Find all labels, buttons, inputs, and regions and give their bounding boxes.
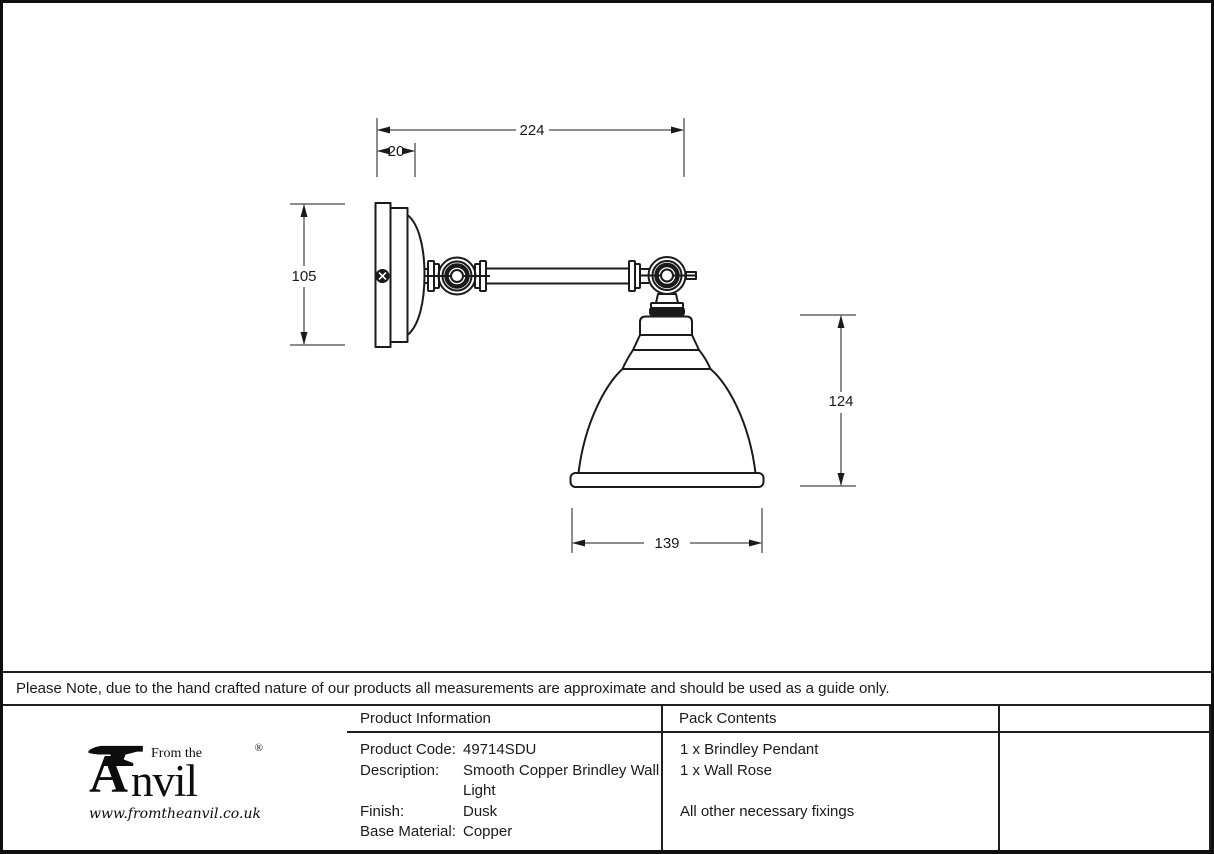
arrow-left-icon	[377, 126, 390, 134]
dimension-projection: 224	[376, 118, 685, 177]
dim-label-shade-height: 124	[828, 393, 853, 410]
elbow-stub	[685, 271, 697, 280]
pack-contents-item: 1 x Wall Rose	[680, 761, 772, 779]
product-info-row: Base Material: Copper	[360, 822, 661, 843]
product-info-value: Dusk	[463, 802, 498, 820]
arrow-right-icon	[749, 539, 762, 547]
pack-contents-item	[680, 781, 998, 802]
dimension-wall-plate-height: 105	[290, 203, 345, 346]
arrow-right-icon	[671, 126, 684, 134]
logo-tagline: From the	[151, 745, 202, 761]
product-info-label: Description:	[360, 761, 440, 779]
wall-plate	[374, 202, 426, 348]
shade-rim	[569, 472, 765, 488]
product-info-row: Description: Smooth Copper Brindley Wall…	[360, 761, 661, 802]
product-info-row: Finish: Dusk	[360, 802, 661, 823]
pack-contents-item: 1 x Brindley Pendant	[680, 741, 819, 758]
elbow-knuckle	[640, 256, 697, 295]
product-info-label: Base Material:	[360, 823, 456, 840]
logo-letter-a: A	[89, 743, 128, 804]
dim-label-shade-diameter: 139	[654, 535, 679, 552]
header-empty	[1000, 706, 1211, 733]
brand-logo-cell: A From the nvil ® www.fromtheanvil.co.uk	[3, 706, 347, 850]
dimension-shade-diameter: 139	[571, 508, 763, 553]
dim-label-wall-plate-depth: 20	[388, 143, 405, 160]
product-info-value: 49714SDU	[463, 741, 537, 758]
anvil-icon	[88, 745, 143, 766]
shade-bell	[577, 368, 757, 474]
measurement-note: Please Note, due to the hand crafted nat…	[3, 673, 1211, 706]
arrow-left-icon	[572, 539, 585, 547]
logo-brand-text: nvil	[131, 755, 198, 806]
empty-body-cell	[1000, 733, 1211, 850]
header-product-information: Product Information	[347, 706, 663, 733]
arrow-down-icon	[837, 473, 845, 486]
arrow-right-icon	[402, 147, 415, 155]
info-section: Please Note, due to the hand crafted nat…	[3, 671, 1211, 850]
dim-label-projection: 224	[519, 122, 544, 139]
product-info-value: Smooth Copper Brindley Wall Light	[463, 761, 660, 800]
shade-gallery	[639, 315, 693, 336]
arrow-up-icon	[837, 315, 845, 328]
note-text: Please Note, due to the hand crafted nat…	[16, 680, 890, 697]
technical-drawing: 224 20 105 124	[290, 118, 856, 553]
product-info-label: Finish:	[360, 802, 405, 820]
from-the-anvil-logo: A From the nvil ® www.fromtheanvil.co.uk	[87, 741, 263, 822]
dim-label-wall-plate-height: 105	[291, 268, 316, 285]
arm-assembly	[424, 256, 649, 296]
product-info-row: Product Code: 49714SDU	[360, 740, 661, 761]
product-table: Product Information Pack Contents A From…	[3, 706, 1211, 850]
arrow-up-icon	[300, 204, 308, 217]
dimension-shade-height: 124	[800, 314, 856, 487]
dimension-wall-plate-depth: 20	[377, 143, 416, 177]
product-information-body: Product Code: 49714SDU Description: Smoo…	[347, 733, 663, 850]
arrow-down-icon	[300, 332, 308, 345]
arm-tube	[485, 267, 630, 285]
header-pack-contents: Pack Contents	[663, 706, 1000, 733]
pack-contents-item: All other necessary fixings	[680, 802, 855, 820]
product-info-label: Product Code:	[360, 741, 456, 758]
arrow-left-icon	[377, 147, 390, 155]
pack-contents-body: 1 x Brindley Pendant 1 x Wall Rose All o…	[663, 733, 1000, 850]
logo-url: www.fromtheanvil.co.uk	[89, 805, 261, 822]
registered-trademark-icon: ®	[254, 741, 263, 754]
lamp-shade	[569, 293, 765, 488]
product-info-value: Copper	[463, 823, 513, 840]
